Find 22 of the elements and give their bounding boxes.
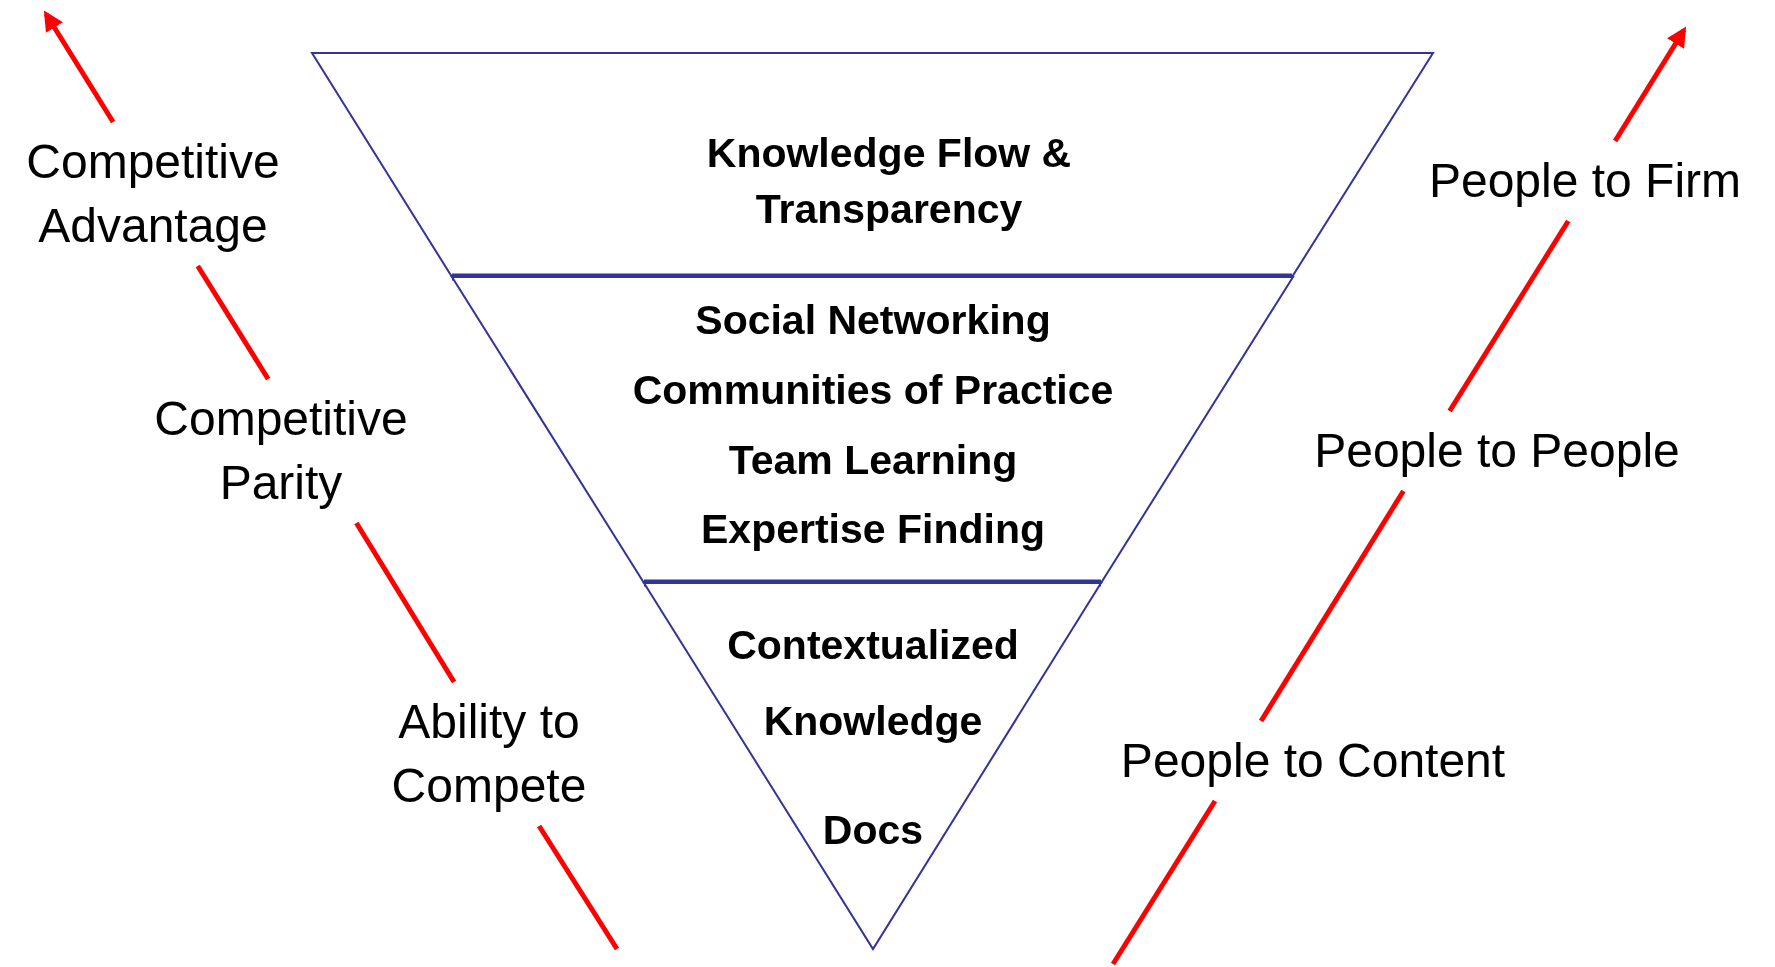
pyramid-band: [644, 583, 1101, 949]
axis-label: People to People: [1314, 419, 1680, 483]
axis-label: People to Firm: [1428, 149, 1742, 213]
axis-label: People to Content: [1120, 729, 1506, 793]
connector-line: [1110, 799, 1218, 966]
connector-line: [537, 824, 620, 951]
band-heading: Knowledge Flow & Transparency: [705, 129, 1073, 234]
axis-label: Competitive Parity: [131, 387, 431, 515]
band-item: Expertise Finding: [701, 505, 1045, 554]
connector-line: [1258, 489, 1406, 723]
connector-line: [354, 521, 457, 684]
band-item: Team Learning: [728, 436, 1018, 485]
band-item: Contextualized Knowledge: [726, 621, 1020, 746]
band-item: Communities of Practice: [632, 366, 1114, 415]
band-item: Docs: [822, 806, 924, 855]
arrow: [43, 10, 116, 124]
arrow: [1612, 26, 1687, 143]
connector-line: [195, 264, 271, 381]
connector-line: [1447, 219, 1571, 413]
band-item: Social Networking: [695, 296, 1051, 345]
axis-label: Ability to Compete: [359, 690, 619, 818]
axis-label: Competitive Advantage: [3, 130, 303, 258]
